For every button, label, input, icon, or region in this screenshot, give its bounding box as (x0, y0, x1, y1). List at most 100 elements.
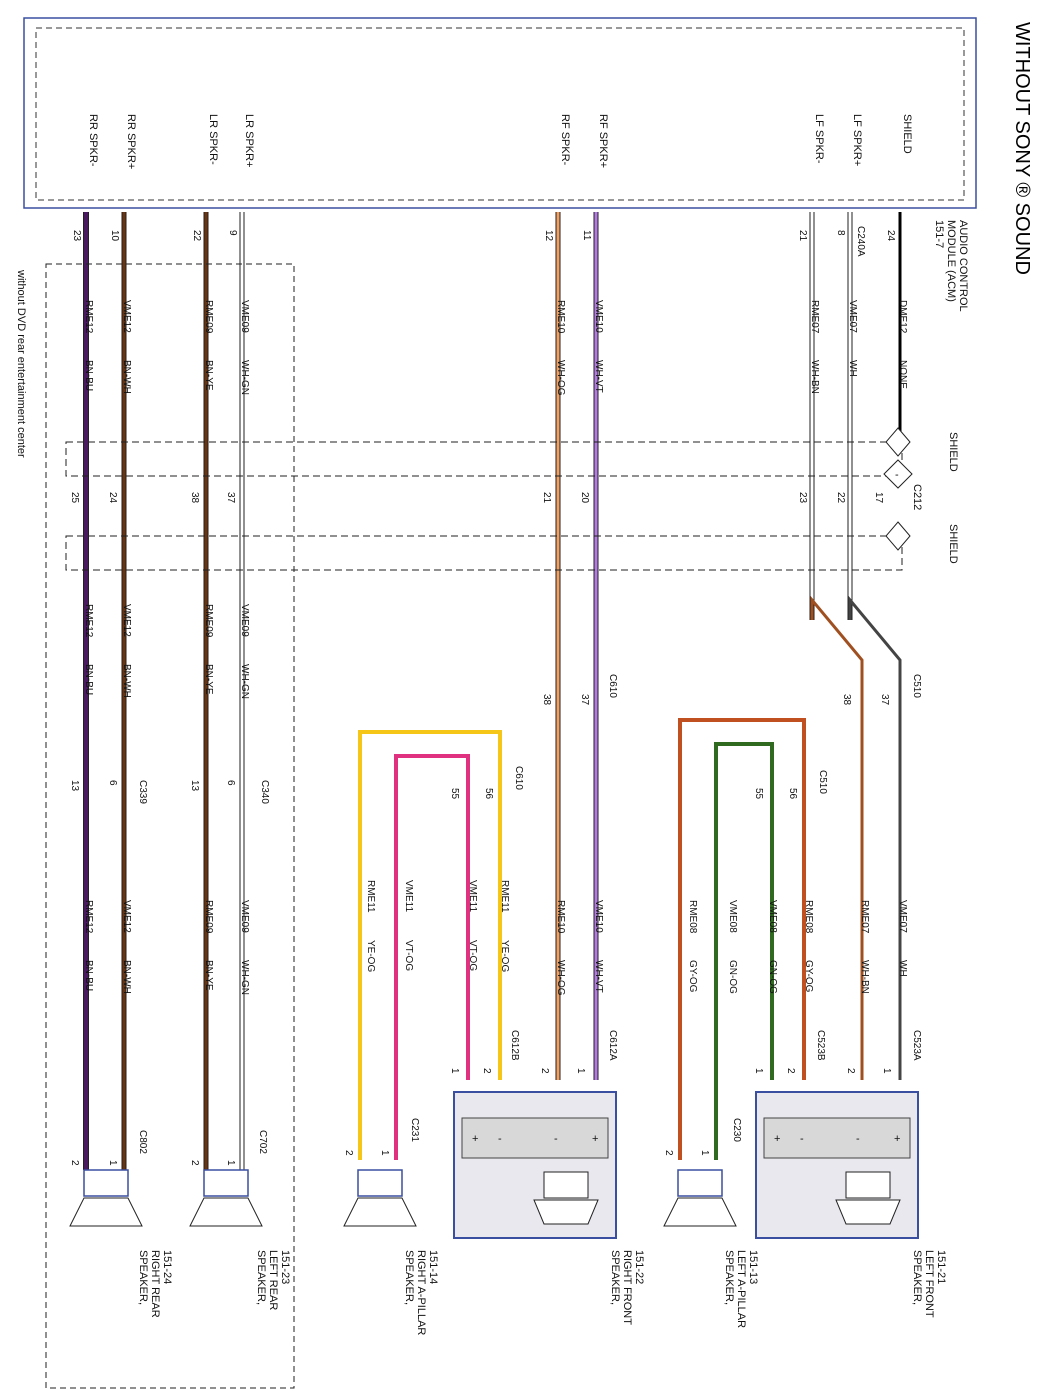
speaker-label-line: RIGHT FRONT (621, 1250, 633, 1325)
pin-number: 6 (225, 780, 236, 786)
pin-number: 20 (579, 492, 590, 504)
speaker-label-line: 151-23 (279, 1250, 291, 1284)
speaker-label-line: SPEAKER, (723, 1250, 735, 1305)
amp-terminal-lf: - (856, 1133, 860, 1145)
circuit-id: RME10 (555, 300, 566, 334)
shield-box-1 (65, 441, 903, 477)
right-rear-speaker-magnet (83, 1169, 129, 1197)
amp-terminal-lf: + (894, 1133, 900, 1145)
wire-rf-apillar-yeog (358, 730, 502, 1160)
circuit-color: WH-OG (555, 360, 566, 396)
pin-number: 2 (539, 1068, 550, 1074)
circuit-id: RME12 (83, 900, 94, 934)
circuit-color: WH (847, 360, 858, 377)
circuit-color: GN-OG (727, 960, 738, 994)
acm-name-3: 151-7 (933, 220, 945, 248)
left-apillar-speaker-cone (663, 1197, 737, 1227)
pin-number: 56 (787, 788, 798, 800)
c212-label: C212 (911, 484, 923, 510)
circuit-color: GN-OG (767, 960, 778, 994)
circuit-color: GY-OG (687, 960, 698, 993)
wire-rf-minus-core (556, 212, 560, 1080)
wire-lf-apillar-gyog (678, 718, 806, 1160)
pin-number: 21 (541, 492, 552, 504)
connector-c340: C340 (259, 780, 270, 804)
circuit-color: BN-BU (83, 664, 94, 695)
amp-terminal-rf: - (498, 1133, 502, 1145)
circuit-id: RME09 (203, 604, 214, 638)
right-rear-speaker-cone (69, 1197, 143, 1227)
amp-terminal-rf: + (472, 1133, 478, 1145)
rear-speakers-dashed-box (45, 263, 295, 1389)
circuit-id: RME10 (555, 900, 566, 934)
connector-c523b: C523B (815, 1030, 826, 1061)
pin-number: 6 (107, 780, 118, 786)
speaker-label-line: LEFT REAR (267, 1250, 279, 1310)
acm-name-2: MODULE (ACM) (945, 220, 957, 302)
circuit-id: VME10 (593, 300, 604, 333)
connector-c802: C802 (137, 1130, 148, 1154)
acm-output-label: RR SPKR- (87, 114, 99, 167)
connector-c610: C610 (607, 674, 618, 698)
pin-number: 2 (69, 1160, 80, 1166)
circuit-color: WH-BN (809, 360, 820, 394)
pin-number: 1 (575, 1068, 586, 1074)
pin-number: 38 (541, 694, 552, 706)
shield-diamond-2 (885, 521, 911, 551)
acm-pin-number: 24 (885, 230, 896, 242)
speaker-label-line: RIGHT A-PILLAR (415, 1250, 427, 1335)
pin-number: 2 (189, 1160, 200, 1166)
circuit-id: VME08 (767, 900, 778, 933)
acm-pin-number: 10 (109, 230, 120, 242)
circuit-color: NONE (897, 360, 908, 389)
pin-number: 56 (483, 788, 494, 800)
connector-c510: C510 (911, 674, 922, 698)
speaker-label-line: 151-21 (935, 1250, 947, 1284)
acm-pin-number: 23 (71, 230, 82, 242)
wire-lr-plus-core (240, 212, 244, 1170)
diagram-title: WITHOUT SONY ® SOUND (1011, 22, 1033, 275)
right-apillar-speaker-cone (343, 1197, 417, 1227)
pin-number: 55 (449, 788, 460, 800)
acm-output-label: LR SPKR- (207, 114, 219, 165)
circuit-color: BN-WH (121, 360, 132, 394)
circuit-color: WH-OG (555, 960, 566, 996)
shield-diamond-1 (885, 427, 911, 457)
speaker-label-line: SPEAKER, (911, 1250, 923, 1305)
circuit-id: VME09 (239, 300, 250, 333)
acm-output-label: RF SPKR- (559, 114, 571, 166)
amp-terminal-rf: - (554, 1133, 558, 1145)
speaker-label-line: 151-14 (427, 1250, 439, 1284)
wire-rr-plus-core (122, 212, 126, 1170)
acm-output-label: LF SPKR- (813, 114, 825, 164)
pin-number: 24 (107, 492, 118, 504)
circuit-id: RME07 (859, 900, 870, 934)
left-rear-speaker-magnet (203, 1169, 249, 1197)
circuit-color: WH-GN (239, 960, 250, 995)
c212-diamond-mark: - (895, 469, 899, 481)
circuit-color: BN-YE (203, 664, 214, 695)
circuit-id: RME12 (83, 300, 94, 334)
left-front-amp (755, 1091, 919, 1239)
circuit-color: BN-BU (83, 360, 94, 391)
circuit-id: VME11 (467, 880, 478, 912)
circuit-color: WH-VT (593, 360, 604, 393)
speaker-label-line: RIGHT REAR (149, 1250, 161, 1318)
speaker-label-line: 151-24 (161, 1250, 173, 1284)
connector-c510-b: C510 (817, 770, 828, 794)
pin-number: 1 (449, 1068, 460, 1074)
pin-number: 1 (225, 1160, 236, 1166)
acm-output-label: RF SPKR+ (597, 114, 609, 168)
pin-number: 1 (107, 1160, 118, 1166)
connector-c702: C702 (257, 1130, 268, 1154)
rear-note: without DVD rear entertainment center (15, 269, 27, 458)
circuit-id: RME07 (809, 300, 820, 334)
circuit-id: VME08 (727, 900, 738, 933)
acm-module-inner-dashed (35, 27, 965, 201)
acm-connector-label: C240A (855, 226, 866, 257)
pin-number: 37 (579, 694, 590, 706)
c212-diamond (883, 459, 913, 489)
